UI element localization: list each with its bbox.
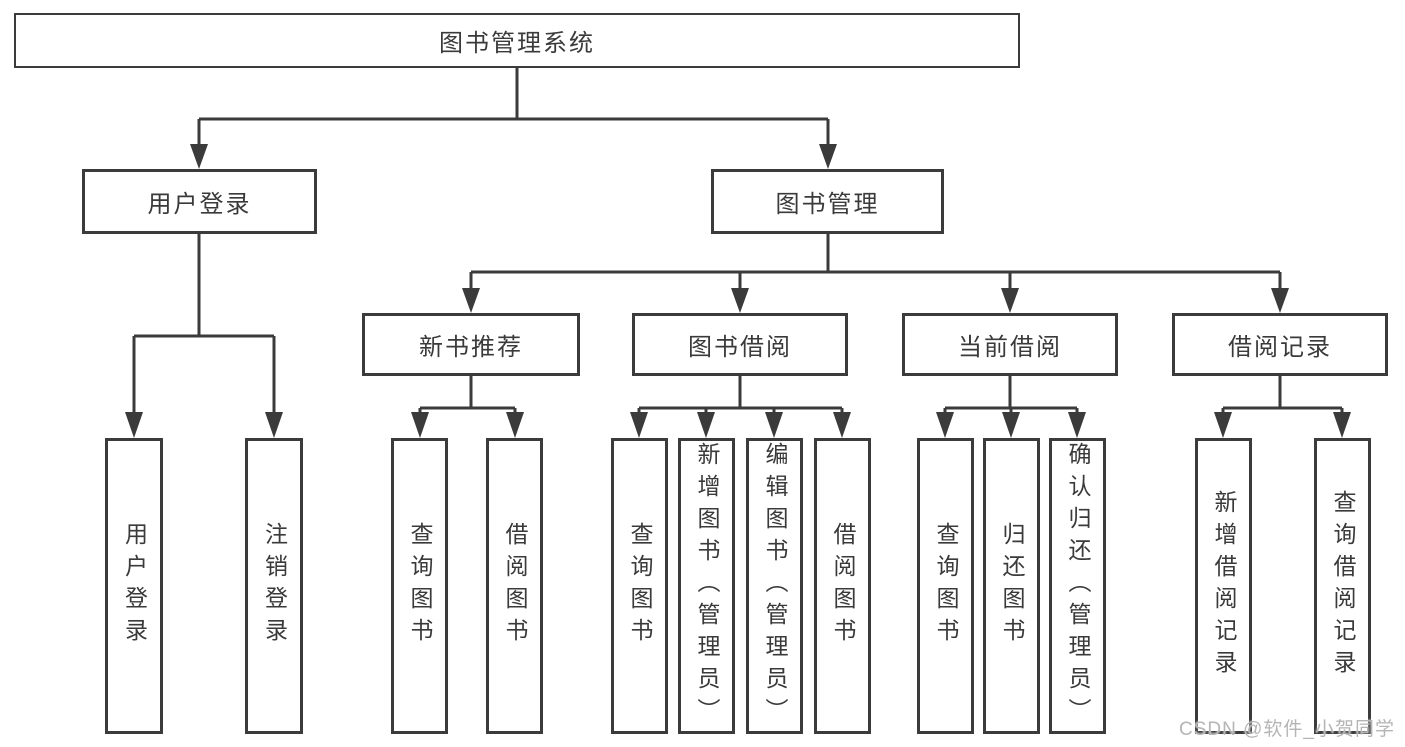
node-user-login-label: 用户登录 — [147, 191, 252, 218]
node-new-book-recommendation: 新书推荐 — [362, 313, 580, 376]
leaf-add-books-admin: 新增图书（管理员） — [678, 438, 735, 734]
leaf-confirm-return-admin: 确认归还（管理员） — [1049, 438, 1106, 734]
leaf-logout-label: 注销登录 — [261, 522, 288, 650]
leaf-newbook-borrow-books: 借阅图书 — [486, 438, 543, 734]
leaf-newbook-borrow-books-label: 借阅图书 — [502, 522, 528, 650]
leaf-current-query-books-label: 查询图书 — [933, 522, 959, 650]
leaf-user-login: 用户登录 — [105, 438, 163, 734]
leaf-borrowing-query-books-label: 查询图书 — [627, 522, 653, 650]
leaf-query-borrow-record: 查询借阅记录 — [1314, 438, 1371, 734]
node-current-borrowing-label: 当前借阅 — [958, 334, 1062, 361]
leaf-logout: 注销登录 — [245, 438, 303, 734]
leaf-return-books: 归还图书 — [983, 438, 1040, 734]
node-book-borrowing: 图书借阅 — [632, 313, 848, 376]
node-new-book-recommendation-label: 新书推荐 — [419, 334, 523, 361]
node-borrowing-records: 借阅记录 — [1172, 313, 1388, 376]
leaf-borrowing-borrow-books-label: 借阅图书 — [830, 522, 856, 650]
leaf-query-borrow-record-label: 查询借阅记录 — [1330, 490, 1356, 682]
leaf-newbook-query-books: 查询图书 — [391, 438, 448, 734]
leaf-add-borrow-record-label: 新增借阅记录 — [1211, 490, 1237, 682]
node-book-borrowing-label: 图书借阅 — [688, 334, 792, 361]
leaf-current-query-books: 查询图书 — [917, 438, 974, 734]
leaf-add-borrow-record: 新增借阅记录 — [1195, 438, 1252, 734]
arrowheads — [125, 144, 1351, 438]
leaf-edit-books-admin-label: 编辑图书（管理员） — [762, 442, 788, 730]
watermark: CSDN @软件_小贺同学 — [1179, 719, 1395, 740]
leaf-edit-books-admin: 编辑图书（管理员） — [746, 438, 803, 734]
leaf-return-books-label: 归还图书 — [999, 522, 1025, 650]
node-book-management: 图书管理 — [711, 169, 944, 234]
leaf-add-books-admin-label: 新增图书（管理员） — [694, 442, 720, 730]
node-current-borrowing: 当前借阅 — [902, 313, 1118, 376]
leaf-user-login-label: 用户登录 — [121, 522, 148, 650]
node-book-management-label: 图书管理 — [775, 191, 880, 218]
node-user-login: 用户登录 — [82, 169, 317, 234]
leaf-borrowing-query-books: 查询图书 — [611, 438, 668, 734]
node-root-label: 图书管理系统 — [439, 30, 595, 57]
leaf-newbook-query-books-label: 查询图书 — [407, 522, 433, 650]
leaf-borrowing-borrow-books: 借阅图书 — [814, 438, 871, 734]
node-root-system: 图书管理系统 — [14, 13, 1020, 68]
node-borrowing-records-label: 借阅记录 — [1228, 334, 1332, 361]
leaf-confirm-return-admin-label: 确认归还（管理员） — [1065, 442, 1091, 730]
